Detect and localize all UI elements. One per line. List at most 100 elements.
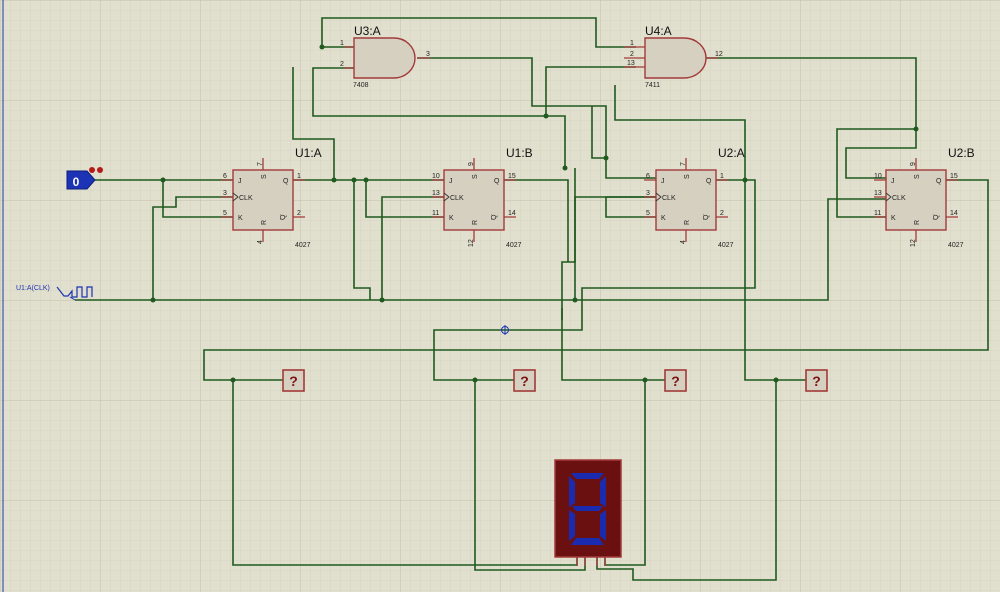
logic-probe-2[interactable]: ? [513, 369, 536, 392]
svg-text:K: K [891, 215, 896, 222]
clock-source[interactable]: U1:A(CLK) [16, 285, 93, 301]
flipflop-u1b[interactable]: U1:B 4027 J CLK K Q Q S R 10 13 11 15 14… [432, 146, 533, 249]
svg-text:14: 14 [950, 210, 958, 217]
svg-text:K: K [449, 215, 454, 222]
seven-segment-display[interactable]: 8 [554, 459, 622, 566]
svg-text:S: S [261, 174, 268, 179]
state-indicator-dot [89, 167, 95, 173]
svg-text:J: J [891, 178, 895, 185]
svg-text:12: 12 [468, 239, 475, 247]
svg-text:1: 1 [630, 40, 634, 47]
probe-state: ? [812, 373, 821, 389]
gate-label: U4:A [645, 24, 672, 38]
svg-text:R: R [472, 220, 479, 225]
svg-text:2: 2 [340, 61, 344, 68]
svg-text:J: J [661, 178, 665, 185]
svg-text:10: 10 [432, 173, 440, 180]
svg-text:Q: Q [703, 214, 710, 220]
svg-text:2: 2 [720, 210, 724, 217]
svg-text:S: S [684, 174, 691, 179]
svg-text:CLK: CLK [892, 195, 906, 202]
svg-text:13: 13 [874, 190, 882, 197]
probe-state: ? [289, 373, 298, 389]
gate-u4a[interactable]: U4:A 7411 1 2 13 12 [624, 24, 723, 89]
logic-input-value: 0 [73, 175, 80, 189]
gate-part: 7408 [353, 82, 369, 89]
svg-text:15: 15 [950, 173, 958, 180]
svg-text:11: 11 [874, 210, 881, 217]
flipflop-label: U1:B [506, 146, 533, 160]
svg-text:5: 5 [223, 210, 227, 217]
flipflop-u2b[interactable]: U2:B 4027 J CLK K Q Q S R 10 13 11 15 14… [874, 146, 975, 249]
flipflop-u1a[interactable]: U1:A 4027 J CLK K Q Q S R 6 3 5 1 2 7 4 [221, 146, 322, 249]
svg-text:Q: Q [494, 178, 500, 185]
svg-text:Q: Q [936, 178, 942, 185]
digit-segments [569, 473, 606, 545]
svg-text:R: R [684, 220, 691, 225]
svg-text:7: 7 [257, 162, 264, 166]
svg-text:R: R [261, 220, 268, 225]
svg-text:3: 3 [223, 190, 227, 197]
probe-state: ? [520, 373, 529, 389]
svg-text:12: 12 [715, 51, 723, 58]
svg-text:3: 3 [426, 51, 430, 58]
flipflop-u2a[interactable]: U2:A 4027 J CLK K Q Q S R 6 3 5 1 2 7 4 [644, 146, 745, 249]
svg-text:12: 12 [910, 239, 917, 247]
svg-text:Q: Q [280, 214, 287, 220]
clock-source-label: U1:A(CLK) [16, 285, 50, 292]
gate-u3a[interactable]: U3:A 7408 1 2 3 [340, 24, 430, 89]
svg-text:2: 2 [630, 51, 634, 58]
logic-probe-4[interactable]: ? [805, 369, 828, 392]
crossover-marker [501, 325, 509, 335]
svg-text:Q: Q [933, 214, 940, 220]
svg-text:2: 2 [297, 210, 301, 217]
svg-text:14: 14 [508, 210, 516, 217]
clock-waveform-icon [56, 286, 93, 298]
svg-text:1: 1 [340, 40, 344, 47]
svg-text:4: 4 [680, 240, 687, 244]
svg-text:7: 7 [680, 162, 687, 166]
svg-text:6: 6 [646, 173, 650, 180]
svg-text:5: 5 [646, 210, 650, 217]
flipflop-part: 4027 [948, 242, 964, 249]
svg-text:K: K [238, 215, 243, 222]
svg-text:Q: Q [283, 178, 289, 185]
svg-text:1: 1 [297, 173, 301, 180]
svg-text:CLK: CLK [239, 195, 253, 202]
gate-part: 7411 [645, 82, 660, 89]
logic-probe-1[interactable]: ? [282, 369, 305, 392]
flipflop-label: U2:A [718, 146, 745, 160]
svg-text:J: J [449, 178, 453, 185]
logic-input-terminal[interactable]: 0 [66, 167, 103, 190]
svg-text:13: 13 [627, 60, 635, 67]
svg-text:3: 3 [646, 190, 650, 197]
svg-text:S: S [914, 174, 921, 179]
svg-text:Q: Q [706, 178, 712, 185]
svg-text:J: J [238, 178, 242, 185]
svg-text:CLK: CLK [662, 195, 676, 202]
flipflop-label: U1:A [295, 146, 322, 160]
flipflop-part: 4027 [295, 242, 311, 249]
svg-text:15: 15 [508, 173, 516, 180]
svg-text:9: 9 [910, 162, 917, 166]
svg-text:10: 10 [874, 173, 882, 180]
svg-text:R: R [914, 220, 921, 225]
svg-text:1: 1 [720, 173, 724, 180]
svg-text:13: 13 [432, 190, 440, 197]
flipflop-part: 4027 [506, 242, 522, 249]
svg-text:Q: Q [491, 214, 498, 220]
flipflop-label: U2:B [948, 146, 975, 160]
svg-text:CLK: CLK [450, 195, 464, 202]
junctions [150, 44, 919, 383]
svg-text:11: 11 [432, 210, 439, 217]
svg-text:4: 4 [257, 240, 264, 244]
logic-probe-3[interactable]: ? [664, 369, 687, 392]
flipflop-part: 4027 [718, 242, 734, 249]
state-indicator-dot [97, 167, 103, 173]
svg-text:S: S [472, 174, 479, 179]
svg-text:6: 6 [223, 173, 227, 180]
svg-text:9: 9 [468, 162, 475, 166]
gate-label: U3:A [354, 24, 381, 38]
